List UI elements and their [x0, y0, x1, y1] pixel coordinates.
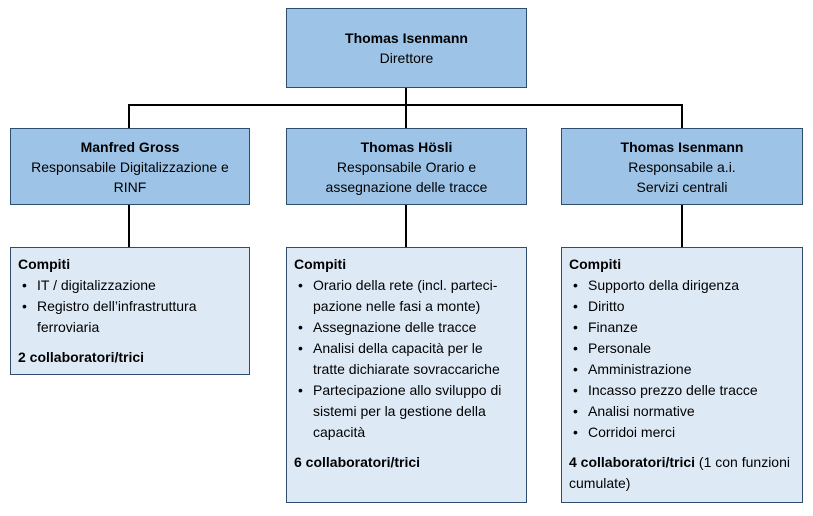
task-list: IT / digitalizzazione Registro dell’infr…	[18, 275, 241, 338]
tasks-title: Compiti	[294, 256, 347, 272]
director-name: Thomas Isenmann	[345, 30, 468, 46]
unit-head-role: Responsabile Orario e assegnazione delle…	[325, 158, 488, 195]
staff-count: 2 collaboratori/trici	[18, 349, 145, 365]
staff-count: 6 collaboratori/trici	[294, 454, 421, 470]
staff-line: 2 collaboratori/trici	[18, 347, 241, 368]
tasks-box-servizi-centrali: Compiti Supporto della dirigenza Diritto…	[561, 247, 803, 503]
director-box: Thomas Isenmann Direttore	[286, 8, 527, 88]
unit-head-role: Responsabile a.i. Servizi centrali	[628, 158, 736, 195]
tasks-box-orario: Compiti Orario della rete (incl. parteci…	[286, 247, 527, 503]
unit-head-digitalizzazione: Manfred Gross Responsabile Digitalizzazi…	[10, 128, 250, 205]
task-item: Orario della rete (incl. parteci­pazione…	[294, 275, 518, 317]
task-item: Partecipazione allo sviluppo di sistemi …	[294, 380, 518, 443]
task-item: Incasso prezzo delle tracce	[569, 380, 794, 401]
tasks-box-digitalizzazione: Compiti IT / digitalizzazione Registro d…	[10, 247, 250, 375]
task-item: Registro dell’infrastruttura ferroviaria	[18, 296, 241, 338]
tasks-title: Compiti	[569, 256, 622, 272]
task-item: Amministrazione	[569, 359, 794, 380]
staff-line: 6 collaboratori/trici	[294, 452, 518, 473]
staff-note: (1 con fun­zioni cumulate)	[569, 454, 790, 491]
staff-count: 4 collaboratori/trici	[569, 454, 696, 470]
unit-head-orario: Thomas Hösli Responsabile Orario e asseg…	[286, 128, 527, 205]
staff-line: 4 collaboratori/trici (1 con fun­zioni c…	[569, 452, 794, 494]
task-item: Finanze	[569, 317, 794, 338]
task-item: Diritto	[569, 296, 794, 317]
unit-head-name: Thomas Isenmann	[620, 138, 744, 155]
task-item: Supporto della dirigenza	[569, 275, 794, 296]
task-list: Supporto della dirigenza Diritto Finanze…	[569, 275, 794, 443]
task-list: Orario della rete (incl. parteci­pazione…	[294, 275, 518, 443]
director-role: Direttore	[379, 50, 434, 66]
tasks-title: Compiti	[18, 256, 71, 272]
unit-head-servizi-centrali: Thomas Isenmann Responsabile a.i. Serviz…	[561, 128, 803, 205]
task-item: Personale	[569, 338, 794, 359]
unit-head-name: Thomas Hösli	[360, 138, 453, 155]
task-item: Assegnazione delle tracce	[294, 317, 518, 338]
task-item: Corridoi merci	[569, 422, 794, 443]
unit-head-role: Responsabile Digitalizzazione e RINF	[31, 158, 229, 195]
task-item: Analisi della capacità per le tratte dic…	[294, 338, 518, 380]
task-item: Analisi normative	[569, 401, 794, 422]
task-item: IT / digitalizzazione	[18, 275, 241, 296]
unit-head-name: Manfred Gross	[80, 138, 180, 155]
